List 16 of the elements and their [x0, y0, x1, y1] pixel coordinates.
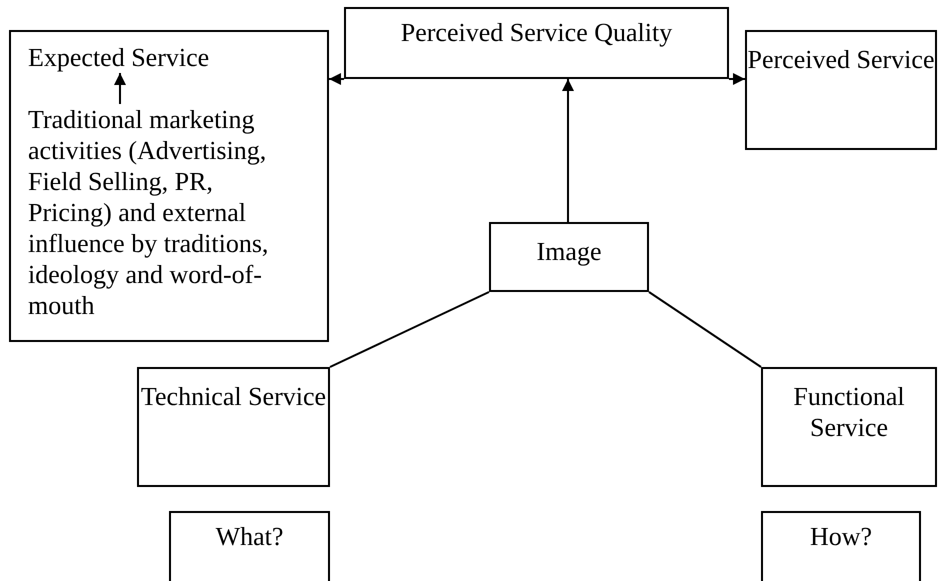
concept-box: How?: [761, 511, 921, 581]
expected-service-box: [9, 30, 329, 342]
concept-box: Perceived Service Quality: [344, 7, 729, 79]
arrow: [729, 73, 745, 85]
arrow: [562, 79, 574, 222]
connector-line: [330, 291, 490, 368]
box-heading: Expected Service: [28, 42, 228, 73]
box-body-text: Traditional marketing activities (Advertising, Field Selling, PR, Pricing) and external influence by traditions, ideology and word-of-mouth: [28, 104, 298, 326]
concept-box: What?: [169, 511, 330, 581]
arrow: [114, 73, 126, 104]
concept-box: Technical Service: [137, 367, 330, 487]
connector-line: [648, 291, 762, 368]
concept-box: Image: [489, 222, 649, 292]
concept-box: Perceived Service: [745, 30, 937, 150]
arrow: [329, 73, 344, 85]
concept-box: Functional Service: [761, 367, 937, 487]
